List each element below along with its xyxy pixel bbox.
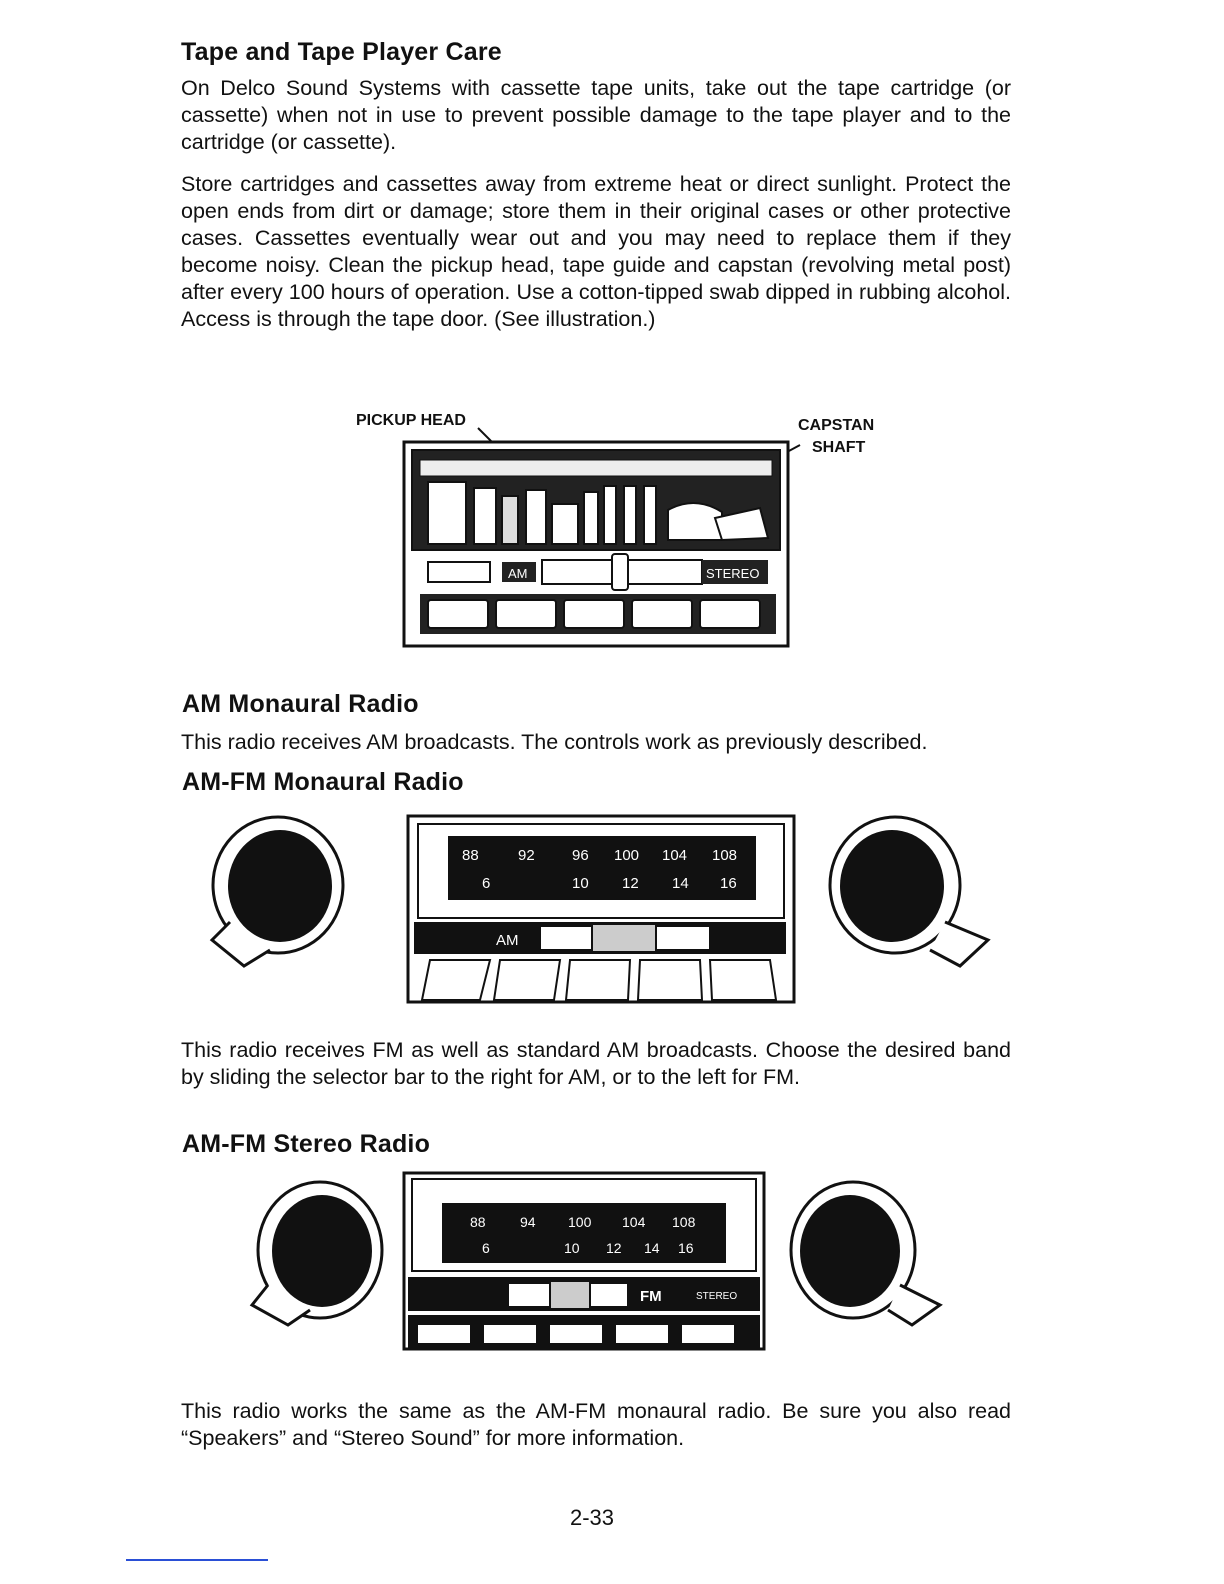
stereo-am-scale: 6 10 12 14 16 [482, 1240, 694, 1256]
label-shaft: SHAFT [812, 439, 866, 456]
am-scale: 6 10 12 14 16 [482, 875, 737, 892]
am-tick-label: 16 [678, 1240, 694, 1256]
am-tick-label: 6 [482, 875, 490, 892]
am-tick-label: 12 [622, 875, 639, 892]
am-tick-label: 10 [564, 1240, 580, 1256]
heading-am-mono: AM Monaural Radio [182, 690, 419, 718]
heading-amfm-mono: AM-FM Monaural Radio [182, 768, 464, 796]
fm-tick-label: 100 [614, 847, 639, 864]
label-capstan: CAPSTAN [798, 417, 874, 434]
am-tick-label: 14 [672, 875, 689, 892]
am-tick-label: 10 [572, 875, 589, 892]
am-tick-label: 16 [720, 875, 737, 892]
fm-tick-label: 96 [572, 847, 589, 864]
amfm-mono-radio-illustration: 88 92 96 100 104 108 6 10 12 14 16 AM [200, 810, 1000, 1010]
fm-tick-label: 94 [520, 1214, 536, 1230]
fm-tick-label: 104 [662, 847, 687, 864]
tape-player-illustration: PICKUP HEAD CAPSTAN SHAFT AM [350, 400, 890, 655]
mono-band-label: AM [496, 932, 519, 949]
paragraph-tape-care-1: On Delco Sound Systems with cassette tap… [181, 76, 1011, 154]
fm-tick-label: 108 [672, 1214, 696, 1230]
fm-tick-label: 88 [462, 847, 479, 864]
label-pickup-head: PICKUP HEAD [356, 412, 466, 429]
paragraph-am-mono: This radio receives AM broadcasts. The c… [181, 730, 928, 754]
am-tick-label: 14 [644, 1240, 660, 1256]
fm-tick-label: 88 [470, 1214, 486, 1230]
paragraph-amfm-stereo: This radio works the same as the AM-FM m… [181, 1399, 1011, 1450]
stereo-band-label: FM [640, 1288, 662, 1305]
fm-tick-label: 104 [622, 1214, 646, 1230]
am-tick-label: 6 [482, 1240, 490, 1256]
fm-tick-label: 92 [518, 847, 535, 864]
paragraph-tape-care-2: Store cartridges and cassettes away from… [181, 172, 1011, 331]
am-tick-label: 12 [606, 1240, 622, 1256]
page-number: 2-33 [570, 1505, 615, 1530]
amfm-stereo-radio-illustration: 88 94 100 104 108 6 10 12 14 16 FM STERE… [200, 1165, 980, 1355]
paragraph-amfm-mono: This radio receives FM as well as standa… [181, 1038, 1011, 1089]
footer-rule [126, 1559, 268, 1561]
fm-tick-label: 100 [568, 1214, 592, 1230]
stereo-fm-scale: 88 94 100 104 108 [470, 1214, 696, 1230]
tape-band-stereo: STEREO [706, 566, 759, 581]
fm-scale: 88 92 96 100 104 108 [462, 847, 737, 864]
tape-band-am: AM [508, 566, 528, 581]
heading-tape-care: Tape and Tape Player Care [181, 38, 502, 66]
stereo-indicator-label: STEREO [696, 1291, 737, 1302]
heading-amfm-stereo: AM-FM Stereo Radio [182, 1130, 431, 1158]
fm-tick-label: 108 [712, 847, 737, 864]
